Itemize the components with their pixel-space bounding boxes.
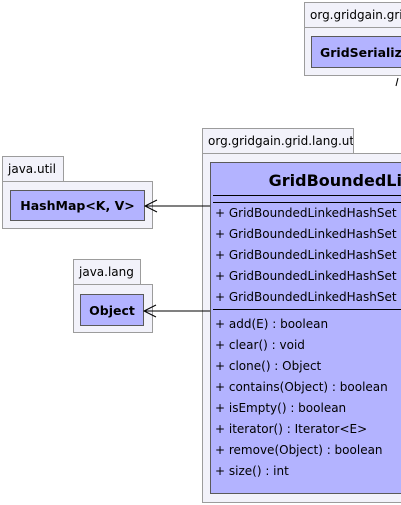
method-item: + iterator() : Iterator<E> [215, 422, 368, 436]
method-item: + isEmpty() : boolean [215, 401, 347, 415]
class-name-hashmap: HashMap<K, V> [20, 198, 135, 213]
constructor-item: + GridBoundedLinkedHashSet [215, 269, 397, 283]
constructors-separator [213, 202, 401, 203]
class-hashmap[interactable]: HashMap<K, V> [10, 190, 145, 221]
arrowhead-object [142, 304, 157, 318]
method-item: + size() : int [215, 464, 289, 478]
package-name-top: org.gridgain.gri [310, 8, 401, 22]
class-title: GridBoundedLin [268, 171, 401, 190]
attributes-separator [213, 195, 401, 196]
arrow-fragment-top [395, 77, 399, 87]
constructor-item: + GridBoundedLinkedHashSet [215, 227, 397, 241]
package-tab-utils: org.gridgain.grid.lang.utils [202, 128, 354, 154]
class-grid-serializ[interactable]: GridSerializ [311, 36, 401, 68]
class-name-grid-serializ: GridSerializ [320, 44, 401, 60]
methods-separator [213, 309, 401, 310]
constructor-item: + GridBoundedLinkedHashSet [215, 290, 397, 304]
package-tab-top: org.gridgain.gri [304, 2, 401, 28]
method-item: + clone() : Object [215, 359, 322, 373]
method-item: + contains(Object) : boolean [215, 380, 388, 394]
package-tab-java-lang: java.lang [73, 259, 141, 285]
package-name-java-lang: java.lang [79, 265, 134, 279]
arrowhead-hashmap [143, 199, 158, 213]
package-tab-java-util: java.util [2, 156, 64, 182]
package-name-java-util: java.util [8, 162, 56, 176]
class-name-object: Object [89, 302, 135, 318]
class-object[interactable]: Object [80, 294, 144, 326]
method-item: + add(E) : boolean [215, 317, 329, 331]
package-name-utils: org.gridgain.grid.lang.utils [208, 134, 354, 148]
constructor-item: + GridBoundedLinkedHashSet [215, 248, 397, 262]
constructor-item: + GridBoundedLinkedHashSet [215, 206, 397, 220]
method-item: + clear() : void [215, 338, 305, 352]
class-grid-bounded-linked-hash-set[interactable]: GridBoundedLin + GridBoundedLinkedHashSe… [210, 162, 401, 494]
method-item: + remove(Object) : boolean [215, 443, 383, 457]
